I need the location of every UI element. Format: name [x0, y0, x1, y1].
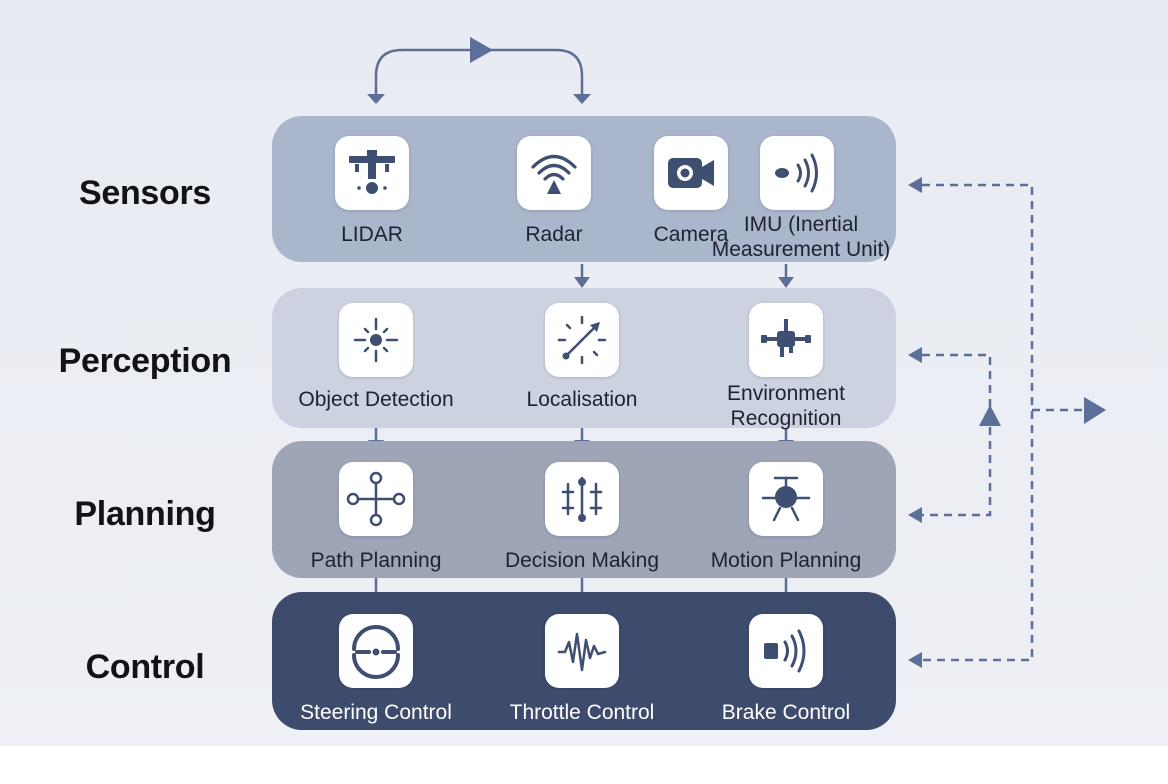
node-label-decision-making: Decision Making [504, 549, 660, 572]
feedback-to-perception [922, 353, 992, 517]
node-label-environment-recognition: Environment Recognition [727, 382, 845, 430]
feedback-arrowhead-up [979, 405, 1001, 426]
lidar-icon [335, 136, 409, 210]
node-path-planning[interactable]: Path Planning [281, 462, 471, 602]
imu-signal-icon [760, 136, 834, 210]
node-label-radar: Radar [525, 223, 583, 246]
loop-arrowhead-right [573, 94, 591, 104]
node-steering-control[interactable]: Steering Control [281, 614, 471, 754]
drone-icon [749, 303, 823, 377]
steering-wheel-icon [339, 614, 413, 688]
node-label-camera: Camera [653, 223, 729, 246]
layer-label-control: Control [85, 648, 205, 686]
node-label-throttle-control: Throttle Control [509, 701, 655, 724]
node-brake-control[interactable]: Brake Control [691, 614, 881, 754]
node-throttle-control[interactable]: Throttle Control [487, 614, 677, 754]
node-decision-making[interactable]: Decision Making [487, 462, 677, 602]
sliders-icon [545, 462, 619, 536]
feedback-arrowhead-sensors [908, 177, 922, 193]
node-imu[interactable]: IMU (Inertial Measurement Unit) [700, 136, 890, 276]
node-environment-recognition[interactable]: Environment Recognition [691, 303, 881, 443]
node-radar[interactable]: Radar [459, 136, 649, 276]
waveform-icon [545, 614, 619, 688]
layer-label-planning: Planning [74, 495, 216, 533]
camera-icon [654, 136, 728, 210]
node-camera[interactable]: Camera [596, 136, 786, 276]
node-motion-planning[interactable]: Motion Planning [691, 462, 881, 602]
node-object-detection[interactable]: Object Detection [281, 303, 471, 443]
node-label-object-detection: Object Detection [298, 388, 454, 411]
feedback-arrowhead-control [908, 652, 922, 668]
node-lidar[interactable]: LIDAR [277, 136, 467, 276]
brake-signal-icon [749, 614, 823, 688]
loop-arrowhead-top [470, 37, 493, 63]
node-label-path-planning: Path Planning [310, 549, 442, 572]
bottom-band [0, 746, 1168, 784]
crosshair-icon [339, 303, 413, 377]
node-label-imu: IMU (Inertial Measurement Unit) [711, 213, 891, 261]
layer-label-perception: Perception [58, 342, 232, 380]
feedback-arrowhead-planning [908, 507, 922, 523]
node-label-lidar: LIDAR [341, 223, 403, 246]
feedback-output-arrowhead [1084, 397, 1106, 424]
feedback-arrowhead-perception [908, 347, 922, 363]
localisation-icon [545, 303, 619, 377]
layer-label-sensors: Sensors [78, 174, 212, 212]
loop-arrowhead-left [367, 94, 385, 104]
motion-vehicle-icon [749, 462, 823, 536]
node-label-steering-control: Steering Control [300, 701, 452, 724]
path-nodes-icon [339, 462, 413, 536]
radar-icon [517, 136, 591, 210]
node-label-brake-control: Brake Control [721, 701, 851, 724]
node-label-localisation: Localisation [526, 388, 638, 411]
node-localisation[interactable]: Localisation [487, 303, 677, 443]
feedback-to-sensors [922, 183, 1034, 662]
node-label-motion-planning: Motion Planning [710, 549, 862, 572]
